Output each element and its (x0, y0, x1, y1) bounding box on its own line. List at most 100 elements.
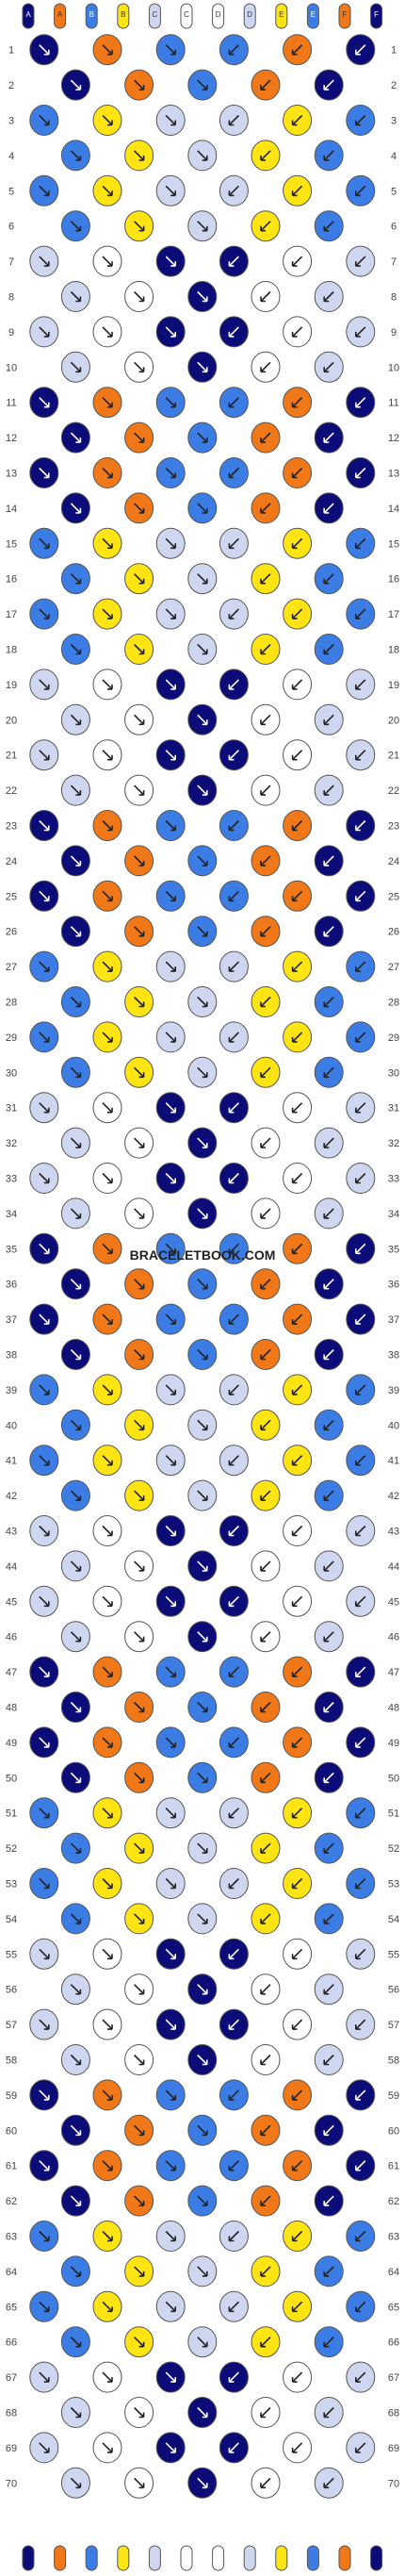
row-number-right: 45 (388, 1596, 399, 1608)
knot-arrow-icon (39, 537, 50, 550)
strand-letter: C (184, 10, 189, 19)
row-number-left: 59 (6, 2090, 17, 2102)
knot-arrow-icon (355, 1877, 366, 1890)
knot-arrow-icon (355, 2442, 366, 2453)
knot-arrow-icon (291, 537, 303, 550)
knot-arrow-icon (39, 1595, 50, 1608)
row-number-right: 51 (388, 1808, 399, 1820)
row-number-left: 66 (6, 2337, 17, 2349)
row-number-right: 6 (391, 222, 397, 233)
knot-arrow-icon (291, 819, 303, 832)
row-number-right: 8 (391, 292, 397, 304)
knot-arrow-icon (260, 79, 271, 91)
strand-bottom (275, 2545, 288, 2571)
strand-bottom (212, 2545, 225, 2571)
knot-arrow-icon (102, 185, 113, 197)
knot-arrow-icon (165, 1032, 176, 1043)
knot-arrow-icon (323, 2477, 334, 2489)
row-number-left: 42 (6, 1491, 17, 1502)
knot-arrow-icon (165, 1455, 176, 1466)
strand-bottom (22, 2545, 35, 2571)
knot-arrow-icon (228, 1243, 239, 1255)
knot-arrow-icon (134, 290, 145, 303)
row-number-right: 21 (388, 751, 399, 762)
row-number-right: 22 (388, 785, 399, 797)
knot-arrow-icon (291, 467, 303, 479)
knot-arrow-icon (165, 819, 176, 832)
knot-arrow-icon (70, 2477, 82, 2489)
strand-top (275, 3, 288, 29)
strand-bottom (306, 2545, 319, 2571)
knot-arrow-icon (134, 2195, 145, 2206)
knot-arrow-icon (134, 2337, 145, 2348)
row-labels-left: 1234567891011121314151617181920212223242… (6, 45, 17, 2490)
knot-arrow-icon (323, 714, 334, 726)
knot-arrow-icon (260, 1137, 271, 1148)
knot-arrow-icon (165, 2019, 176, 2030)
row-number-right: 36 (388, 1280, 399, 1291)
knot-arrow-icon (102, 2160, 113, 2171)
knot-arrow-icon (70, 1490, 82, 1501)
strand-letter: D (247, 10, 252, 19)
row-number-left: 21 (6, 751, 17, 762)
knot-arrow-icon (39, 1948, 50, 1960)
knot-arrow-icon (39, 114, 50, 126)
row-number-left: 52 (6, 1843, 17, 1855)
knot-arrow-icon (70, 1066, 82, 1079)
knot-arrow-icon (102, 537, 113, 550)
knot-arrow-icon (355, 1243, 366, 1255)
knot-arrow-icon (228, 256, 239, 267)
strand-bottom (370, 2545, 383, 2571)
knot-arrow-icon (197, 1984, 208, 1995)
knot-grid (29, 34, 376, 2499)
knot-arrow-icon (323, 2266, 334, 2277)
knot-arrow-icon (291, 114, 303, 126)
knot-arrow-icon (102, 2019, 113, 2030)
knot-arrow-icon (165, 2160, 176, 2171)
knot-arrow-icon (102, 1948, 113, 1960)
knot-arrow-icon (134, 1348, 145, 1361)
knot-arrow-icon (291, 890, 303, 902)
knot-arrow-icon (323, 432, 334, 443)
knot-arrow-icon (70, 2195, 82, 2206)
knot-arrow-icon (134, 1913, 145, 1924)
strand-top (370, 3, 383, 29)
row-number-left: 7 (8, 256, 14, 268)
knot-arrow-icon (134, 1772, 145, 1784)
knot-arrow-icon (260, 1208, 271, 1219)
knot-arrow-icon (134, 503, 145, 514)
knot-arrow-icon (39, 890, 50, 902)
knot-arrow-icon (291, 1455, 303, 1466)
row-number-right: 40 (388, 1420, 399, 1431)
knot-arrow-icon (39, 256, 50, 267)
knot-arrow-icon (165, 1313, 176, 1325)
strand-bottom (180, 2545, 193, 2571)
row-number-left: 69 (6, 2443, 17, 2454)
knot-arrow-icon (291, 2230, 303, 2242)
row-number-right: 66 (388, 2337, 399, 2349)
knot-arrow-icon (134, 1066, 145, 1079)
knot-arrow-icon (228, 1595, 239, 1608)
knot-arrow-icon (134, 432, 145, 443)
knot-arrow-icon (323, 784, 334, 796)
knot-arrow-icon (165, 1172, 176, 1184)
knot-arrow-icon (102, 326, 113, 338)
row-number-left: 23 (6, 821, 17, 833)
knot-arrow-icon (165, 2442, 176, 2453)
knot-arrow-icon (102, 2089, 113, 2101)
knot-arrow-icon (323, 2124, 334, 2137)
knot-arrow-icon (197, 1560, 208, 1572)
row-number-right: 67 (388, 2372, 399, 2384)
knot-arrow-icon (102, 467, 113, 479)
row-number-left: 55 (6, 1949, 17, 1960)
row-number-right: 35 (388, 1244, 399, 1255)
knot-arrow-icon (165, 679, 176, 690)
strand-letter: A (25, 10, 31, 19)
row-number-left: 14 (6, 504, 17, 515)
knot-arrow-icon (355, 1525, 366, 1537)
row-number-right: 28 (388, 998, 399, 1009)
knot-arrow-icon (134, 1842, 145, 1854)
row-number-right: 32 (388, 1138, 399, 1149)
knot-arrow-icon (355, 679, 366, 690)
